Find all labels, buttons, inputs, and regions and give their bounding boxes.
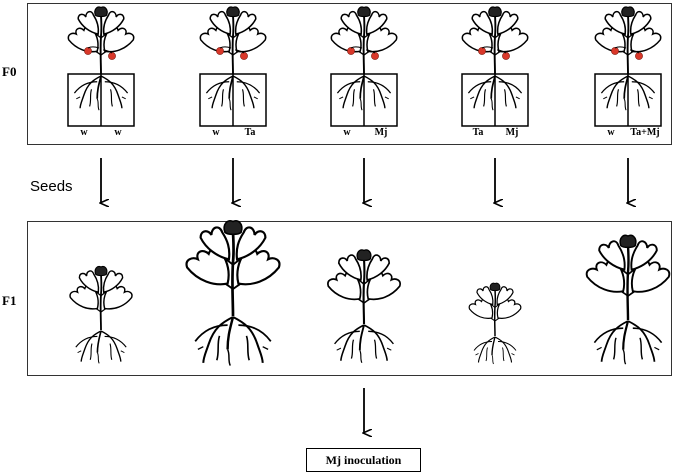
f1-plant-shoot <box>468 282 522 337</box>
f1-plant <box>585 234 671 366</box>
tomato-fruit <box>502 52 510 60</box>
f1-label: F1 <box>2 293 17 308</box>
tomato-fruit <box>108 52 116 60</box>
f1-plant <box>326 248 402 364</box>
tomato-fruit <box>240 52 248 60</box>
tomato-fruit <box>216 47 224 55</box>
tomato-fruit <box>478 47 486 55</box>
pot-label-left: Ta <box>472 127 484 138</box>
tomato-fruit <box>84 47 92 55</box>
f1-plant-roots <box>593 319 663 366</box>
f0-plant <box>330 6 398 127</box>
pot-label-left: w <box>607 127 615 138</box>
tomato-fruit <box>347 47 355 55</box>
pot-label-right: Mj <box>505 127 519 138</box>
tomato-fruit <box>371 52 379 60</box>
f0-plant-shoot <box>199 6 267 75</box>
pot-label-right: Ta+Mj <box>630 127 660 138</box>
f1-plant-roots <box>74 330 128 365</box>
f1-plant-shoot <box>185 219 281 318</box>
f1-plant <box>185 219 281 367</box>
f1-plant <box>468 282 522 365</box>
seeds-label: Seeds <box>30 178 73 195</box>
f1-plant-shoot <box>69 265 133 331</box>
f0-plant-shoot <box>67 6 135 75</box>
f0-label: F0 <box>2 64 17 79</box>
pot-label-right: Ta <box>244 127 256 138</box>
pot-label-left: w <box>343 127 351 138</box>
pot-label-right: Mj <box>374 127 388 138</box>
pot-label-left: w <box>80 127 88 138</box>
f1-plant-roots <box>333 324 395 364</box>
f0-panel <box>27 3 672 145</box>
f1-plant-roots <box>193 315 273 367</box>
f0-plant-shoot <box>594 6 662 75</box>
f1-plant-roots <box>473 336 517 365</box>
f0-plant <box>594 6 662 127</box>
f1-panel <box>27 221 672 376</box>
f1-plant <box>69 265 133 365</box>
f0-plant-shoot <box>330 6 398 75</box>
f0-plant <box>461 6 529 127</box>
f0-plant <box>67 6 135 127</box>
pot-label-right: w <box>114 127 122 138</box>
tomato-fruit <box>611 47 619 55</box>
f0-plant-shoot <box>461 6 529 75</box>
tomato-fruit <box>635 52 643 60</box>
mj-inoculation-box: Mj inoculation <box>306 448 421 472</box>
pot-label-left: w <box>212 127 220 138</box>
f1-plant-shoot <box>326 248 402 326</box>
f1-plant-shoot <box>585 234 671 322</box>
f0-plant <box>199 6 267 127</box>
